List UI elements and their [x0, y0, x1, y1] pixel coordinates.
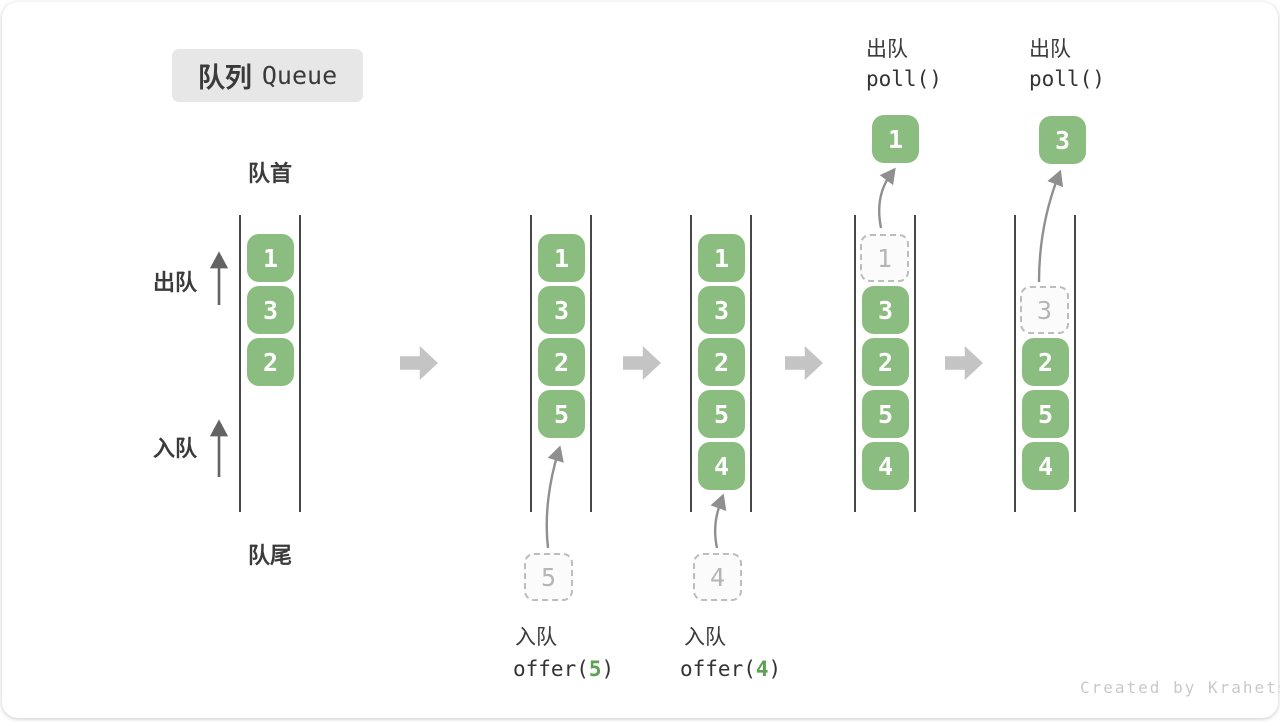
queue-wall [1074, 215, 1076, 512]
removed-item: 3 [1020, 286, 1069, 334]
dequeue-op-code: poll() [1029, 67, 1105, 91]
enqueue-op-code: offer(4) [680, 657, 781, 681]
popped-item: 1 [872, 115, 919, 163]
queue-item: 3 [247, 286, 294, 334]
queue-item: 5 [862, 390, 909, 438]
curved-arrow-icon [710, 493, 727, 549]
queue-rear-label: 队尾 [248, 543, 293, 568]
queue-item: 4 [698, 442, 745, 490]
queue-wall [590, 215, 592, 512]
enqueue-op-code: offer(5) [513, 657, 614, 681]
queue-item: 3 [538, 286, 585, 334]
queue-wall [239, 215, 241, 512]
enqueue-side-label: 入队 [153, 436, 198, 461]
queue-front-label: 队首 [248, 161, 293, 186]
curved-arrow-icon [545, 445, 564, 549]
queue-item: 3 [698, 286, 745, 334]
queue-item: 4 [862, 442, 909, 490]
title-chinese: 队列 [197, 63, 252, 93]
queue-item: 2 [698, 338, 745, 386]
queue-wall [299, 215, 301, 512]
enqueue-op-label: 入队 [684, 626, 726, 649]
queue-item: 5 [1022, 390, 1069, 438]
queue-wall [1014, 215, 1016, 512]
queue-item: 3 [862, 286, 909, 334]
queue-item: 1 [698, 234, 745, 282]
pending-item: 5 [524, 553, 573, 601]
flow-arrow-icon [785, 346, 823, 380]
title-badge: 队列 Queue [172, 49, 363, 102]
curved-arrow-icon [1037, 169, 1064, 283]
queue-item: 2 [247, 338, 294, 386]
code-arg: 4 [755, 657, 769, 681]
enqueue-op-label: 入队 [515, 626, 557, 649]
queue-item: 2 [538, 338, 585, 386]
code-fn: offer( [680, 657, 756, 681]
dequeue-op-code: poll() [866, 67, 942, 91]
queue-item: 2 [862, 338, 909, 386]
queue-item: 2 [1022, 338, 1069, 386]
queue-item: 1 [247, 234, 294, 282]
queue-item: 4 [1022, 442, 1069, 490]
removed-item: 1 [860, 234, 909, 282]
queue-item: 5 [538, 390, 585, 438]
queue-wall [854, 215, 856, 512]
code-close: ) [601, 657, 615, 681]
title-english: Queue [261, 61, 338, 90]
flow-arrow-icon [623, 346, 661, 380]
queue-wall [530, 215, 532, 512]
queue-item: 1 [538, 234, 585, 282]
dequeue-side-label: 出队 [153, 270, 198, 295]
code-close: ) [768, 657, 782, 681]
dequeue-op-label: 出队 [866, 38, 908, 61]
curved-arrow-icon [877, 167, 896, 229]
code-arg: 5 [588, 657, 602, 681]
pending-item: 4 [693, 553, 742, 601]
flow-arrow-icon [400, 346, 438, 380]
queue-item: 5 [698, 390, 745, 438]
popped-item: 3 [1039, 116, 1086, 164]
watermark: Created by Krahets [1080, 678, 1280, 697]
queue-wall [750, 215, 752, 512]
queue-wall [690, 215, 692, 512]
code-fn: offer( [513, 657, 589, 681]
queue-wall [914, 215, 916, 512]
flow-arrow-icon [945, 346, 983, 380]
dequeue-op-label: 出队 [1029, 38, 1071, 61]
